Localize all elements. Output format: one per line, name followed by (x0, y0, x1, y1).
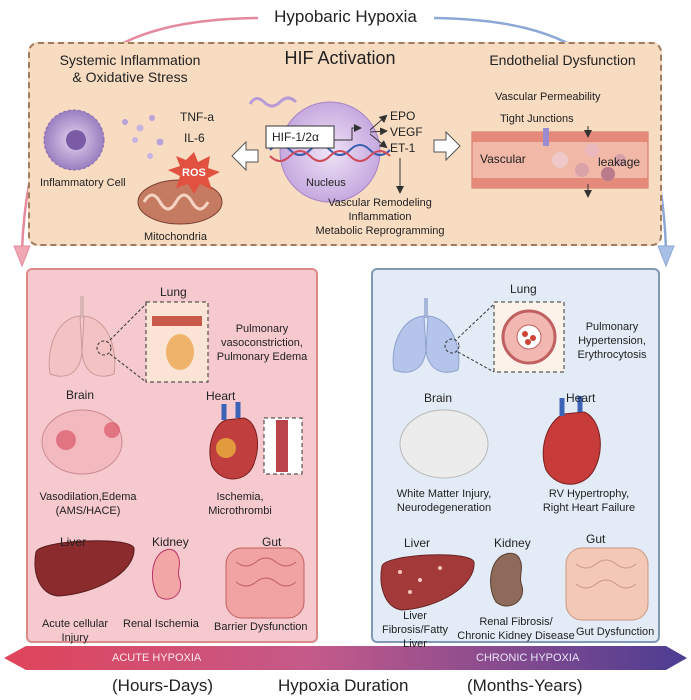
acute-liver-title: Liver (60, 535, 87, 549)
mitochondria-label: Mitochondria (144, 231, 207, 243)
acute-brain-text: Vasodilation,Edema (AMS/HACE) (39, 491, 137, 517)
chronic-brain-title: Brain (424, 391, 453, 405)
chronic-heart-title: Heart (566, 391, 596, 405)
chronic-brain-icon (399, 409, 489, 479)
acute-kidney-title: Kidney (152, 535, 189, 549)
downstream-1: Vascular Remodeling (328, 197, 432, 209)
chronic-heart-icon (542, 411, 601, 485)
chronic-gut-text: Gut Dysfunction (576, 626, 655, 638)
target-vegf: VEGF (390, 125, 423, 139)
chronic-liver-text: Liver Fibrosis/Fatty Liver (381, 610, 448, 650)
hif-heading: HIF Activation (284, 48, 396, 68)
chronic-kidney-title: Kidney (494, 536, 531, 550)
acute-kidney-text: Renal Ischemia (123, 618, 199, 630)
chronic-lung-text: Pulmonary Hypertension, Erythrocytosis (577, 321, 647, 361)
diagram-title: Hypobaric Hypoxia (274, 7, 417, 26)
chronic-kidney-icon (490, 552, 524, 607)
vascular-label: Vascular (480, 152, 526, 166)
chronic-lung-icon (392, 298, 460, 373)
target-epo: EPO (390, 109, 416, 123)
chronic-brain-text: White Matter Injury, Neurodegeneration (396, 488, 492, 514)
target-et1: ET-1 (390, 141, 416, 155)
nucleus-label: Nucleus (306, 177, 346, 189)
endothelial-heading: Endothelial Dysfunction (489, 52, 636, 68)
inflammation-heading: Systemic Inflammation & Oxidative Stress (59, 52, 201, 85)
tnf-label: TNF-a (180, 110, 214, 124)
chronic-gut-title: Gut (586, 532, 606, 546)
chronic-heart-text: RV Hypertrophy, Right Heart Failure (542, 488, 636, 514)
leakage-label: leakage (598, 155, 641, 169)
acute-liver-text: Acute cellular Injury (41, 618, 109, 644)
acute-brain-icon (41, 409, 123, 475)
acute-gut-title: Gut (262, 535, 282, 549)
chronic-hypoxia-label: CHRONIC HYPOXIA (476, 652, 580, 664)
acute-liver-icon (34, 540, 135, 597)
acute-gut-text: Barrier Dysfunction (214, 621, 308, 633)
hif-to-right-arrow (433, 130, 461, 162)
acute-lung-icon (48, 296, 116, 377)
ros-burst-icon (168, 152, 220, 194)
acute-lung-text: Pulmonary vasoconstriction, Pulmonary Ed… (216, 323, 308, 363)
chronic-liver-title: Liver (404, 536, 431, 550)
acute-heart-text: Ischemia, Microthrombi (208, 491, 272, 517)
hypoxia-duration-arrow (4, 646, 687, 670)
ros-label: ROS (182, 167, 206, 179)
acute-kidney-icon (151, 548, 182, 600)
hif-to-left-arrow (231, 140, 259, 172)
hif-box (265, 125, 335, 149)
acute-lung-title: Lung (160, 285, 187, 299)
permeability-label: Vascular Permeability (495, 91, 601, 103)
acute-hypoxia-label: ACUTE HYPOXIA (112, 652, 202, 664)
tight-junctions-label: Tight Junctions (500, 113, 574, 125)
chronic-kidney-text: Renal Fibrosis/ Chronic Kidney Disease (457, 616, 575, 642)
hypoxia-duration-caption: Hypoxia Duration (278, 676, 409, 695)
chronic-lung-title: Lung (510, 282, 537, 296)
chronic-gut-icon (565, 547, 649, 621)
hours-days-caption: (Hours-Days) (112, 676, 214, 695)
il6-label: IL-6 (184, 131, 205, 145)
acute-heart-title: Heart (206, 389, 236, 403)
chronic-liver-icon (380, 554, 475, 611)
months-years-caption: (Months-Years) (467, 676, 583, 695)
inflammatory-cell-label: Inflammatory Cell (40, 177, 126, 189)
hif-label: HIF-1/2α (272, 130, 319, 144)
acute-brain-title: Brain (66, 388, 95, 402)
downstream-2: Inflammation (348, 211, 412, 223)
downstream-3: Metabolic Reprogramming (315, 225, 445, 237)
